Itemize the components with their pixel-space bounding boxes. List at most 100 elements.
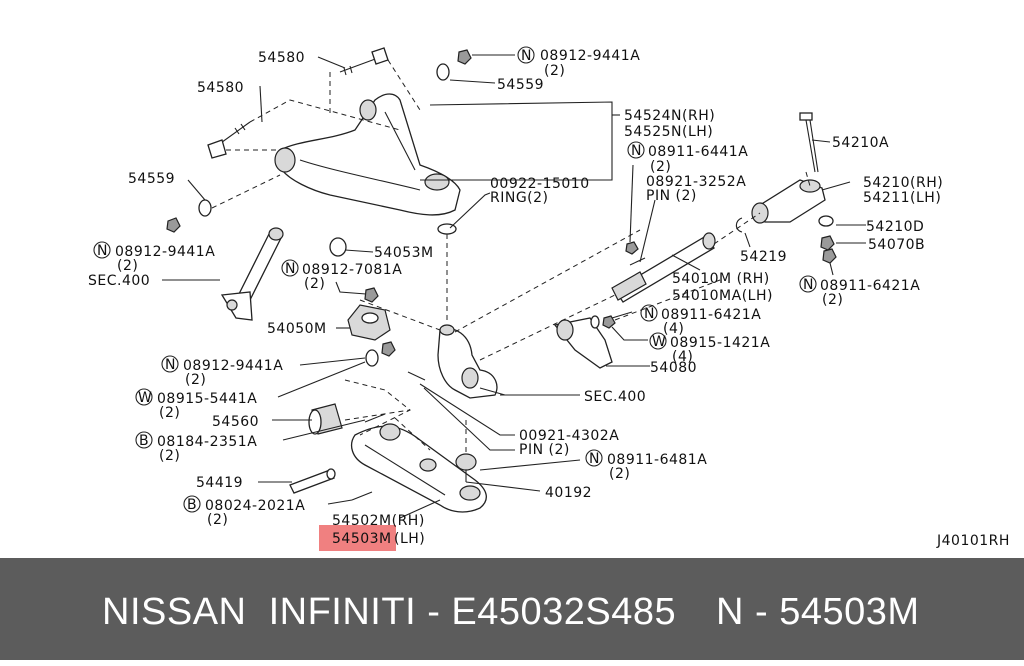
washer-icon (436, 63, 450, 81)
circle-letter: N (644, 306, 655, 322)
label: (2) (544, 63, 565, 79)
label: 08024-2021A (205, 498, 305, 514)
label: (2) (185, 372, 206, 388)
circle-letter: N (589, 451, 600, 467)
label: 54210(RH) (863, 175, 943, 191)
label: 54560 (212, 414, 259, 430)
tension-rod (611, 232, 716, 303)
label: (2) (822, 292, 843, 308)
bolt-icon (339, 47, 389, 76)
circle-letter: N (803, 277, 814, 293)
nut-icon (625, 241, 639, 255)
bump-stopper-icon (329, 237, 347, 257)
circle-letter: N (165, 357, 176, 373)
circle-letter: W (138, 390, 152, 406)
label: (2) (304, 276, 325, 292)
circle-letter: N (521, 48, 532, 64)
parts-diagram: 54580 N 08912-9441A (2) 54580 54559 5452… (88, 46, 1010, 551)
label: 54219 (740, 249, 787, 265)
highlighted-part-number: 54503M (332, 531, 392, 547)
label: 54010M (RH) (672, 271, 770, 287)
circle-letter: W (652, 334, 666, 350)
circle-letter: N (631, 143, 642, 159)
footer-part-number: N - 54503M (716, 591, 920, 633)
bolt-icon (799, 112, 819, 173)
label: 00921-4302A (519, 428, 619, 444)
label: 54211(LH) (863, 190, 941, 206)
bolt-icon (351, 491, 373, 501)
label: 54559 (128, 171, 175, 187)
nut-icon (364, 287, 379, 303)
label: SEC.400 (88, 273, 150, 289)
label: 08915-5441A (157, 391, 257, 407)
bracket-icon (347, 304, 391, 341)
nut-icon (381, 341, 396, 357)
stabilizer-link (220, 227, 284, 321)
snap-ring-icon (735, 217, 743, 233)
washer-icon (198, 199, 212, 217)
label: (2) (207, 512, 228, 528)
label: (LH) (394, 531, 425, 547)
label: (2) (609, 466, 630, 482)
highlight-box (319, 525, 396, 551)
label: 54559 (497, 77, 544, 93)
label: 08912-9441A (183, 358, 283, 374)
nut-icon (822, 248, 837, 264)
bolt-icon (207, 121, 251, 159)
label: 54010MA(LH) (672, 288, 773, 304)
label: 54502M(RH) (332, 513, 425, 529)
label: 08911-6421A (820, 278, 920, 294)
label: (2) (159, 448, 180, 464)
spacer-icon (818, 215, 834, 227)
torsion-anchor (751, 179, 826, 224)
steering-knuckle (437, 324, 506, 399)
label: (4) (663, 321, 684, 337)
label: 54070B (868, 237, 925, 253)
label: SEC.400 (584, 389, 646, 405)
label: 08912-9441A (115, 244, 215, 260)
label: 08915-1421A (670, 335, 770, 351)
bolt-icon (289, 468, 336, 494)
label: 54525N(LH) (624, 124, 713, 140)
label: 54053M (374, 245, 434, 261)
label: 54080 (650, 360, 697, 376)
pin-icon (629, 257, 646, 266)
label: 08911-6421A (661, 307, 761, 323)
part-drawings (162, 47, 866, 519)
label: (2) (117, 258, 138, 274)
label: 54419 (196, 475, 243, 491)
washer-icon (590, 315, 600, 329)
label: 54210D (866, 219, 924, 235)
label: 54580 (258, 50, 305, 66)
diagram-code: J40101RH (936, 533, 1010, 549)
nut-icon (457, 49, 472, 65)
label: 08912-7081A (302, 262, 402, 278)
label: 54210A (832, 135, 889, 151)
nut-icon (166, 217, 181, 233)
label: 08921-3252A (646, 174, 746, 190)
circle-letter: N (285, 261, 296, 277)
label: 00922-15010 (490, 176, 590, 192)
label: 54524N(RH) (624, 108, 715, 124)
bolt-icon (364, 413, 386, 423)
label: 08912-9441A (540, 48, 640, 64)
label: 54050M (267, 321, 327, 337)
nut-icon (820, 235, 835, 251)
label: 08911-6441A (648, 144, 748, 160)
lower-control-arm (351, 423, 487, 513)
label: (2) (159, 405, 180, 421)
footer-brand-text: NISSAN INFINITI - E45032S485 (102, 591, 677, 633)
label: (4) (672, 349, 693, 365)
circle-letter: N (97, 243, 108, 259)
label: RING(2) (490, 190, 549, 206)
footer-bar: NISSAN INFINITI - E45032S485 N - 54503M (0, 558, 1024, 660)
pin-icon (407, 371, 426, 381)
label: 54580 (197, 80, 244, 96)
circle-markers (93, 46, 817, 513)
label: 08184-2351A (157, 434, 257, 450)
part-labels: 54580 N 08912-9441A (2) 54580 54559 5452… (88, 48, 1010, 549)
circle-letter: B (187, 497, 197, 513)
label: 08911-6481A (607, 452, 707, 468)
upper-control-arm (274, 93, 461, 216)
label: PIN (2) (646, 188, 697, 204)
